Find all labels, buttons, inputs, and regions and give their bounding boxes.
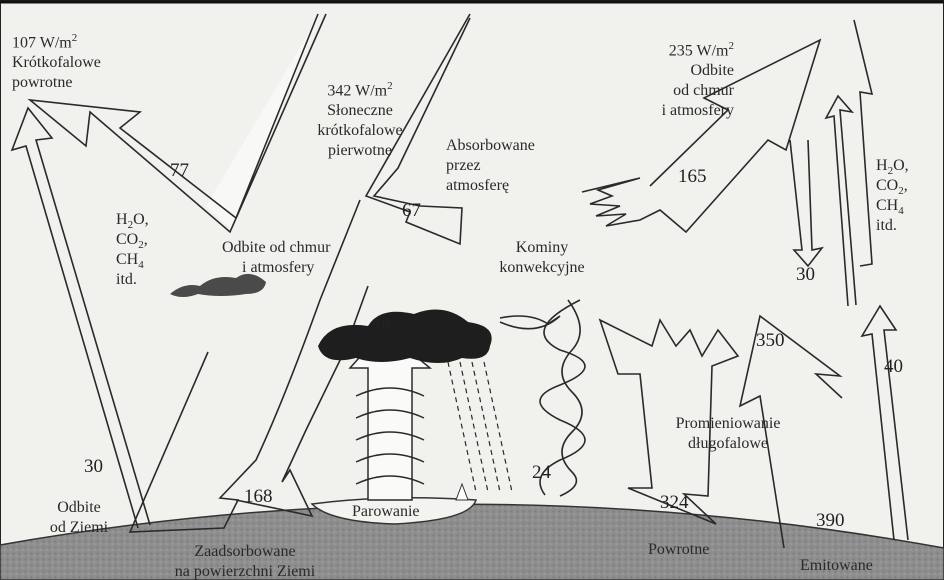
value-77: 77 — [170, 160, 189, 182]
label-outgoing: 235 W/m2 Odbite od chmur i atmosfery — [620, 36, 734, 121]
label-solar: 342 W/m2 Słoneczne krótkofalowe pierwotn… — [300, 76, 420, 161]
label-absorbed-surface: Zaadsorbowane na powierzchni Ziemi — [150, 542, 340, 580]
reflected-earth-arrow — [12, 108, 150, 528]
label-reflected-clouds: Odbite od chmur i atmosfery — [222, 238, 330, 278]
label-absorbed-atmosphere: Absorbowane przez atmosferę — [446, 136, 535, 196]
down-arrow-30 — [790, 140, 822, 266]
rain — [448, 362, 512, 492]
label-longwave-radiation: Promieniowanie długofalowe — [662, 414, 794, 454]
convection-spiral-2 — [560, 300, 582, 496]
value-67: 67 — [402, 200, 421, 222]
value-350: 350 — [756, 330, 785, 352]
value-165: 165 — [678, 166, 707, 188]
label-reflected-earth: Odbite od Ziemi — [34, 498, 124, 538]
label-back-radiation: Powrotne — [648, 540, 709, 560]
value-24: 24 — [532, 462, 551, 484]
value-324: 324 — [660, 492, 689, 514]
label-convective-chimneys: Kominy konwekcyjne — [486, 238, 598, 278]
label-evaporation: Parowanie — [352, 502, 420, 522]
label-emitted: Emitowane — [800, 556, 873, 576]
surface-arrow-head — [236, 286, 368, 516]
value-30-left: 30 — [84, 456, 103, 478]
emitted-arrow-2 — [826, 96, 856, 306]
value-30-top: 30 — [796, 264, 815, 286]
emitted-arrow — [862, 306, 908, 540]
value-40: 40 — [884, 356, 903, 378]
label-reflected-total: 107 W/m2 Krótkofalowe powrotne — [12, 28, 101, 93]
label-greenhouse-gases-left: H2O, CO2, CH4 itd. — [116, 210, 149, 290]
value-168: 168 — [244, 486, 273, 508]
boat-sail — [456, 484, 468, 500]
emitted-upper — [854, 20, 872, 266]
value-390: 390 — [816, 510, 845, 532]
storm-cloud — [318, 310, 492, 364]
value-78: 78 — [372, 316, 391, 338]
label-greenhouse-gases-right: H2O, CO2, CH4 itd. — [876, 156, 909, 236]
